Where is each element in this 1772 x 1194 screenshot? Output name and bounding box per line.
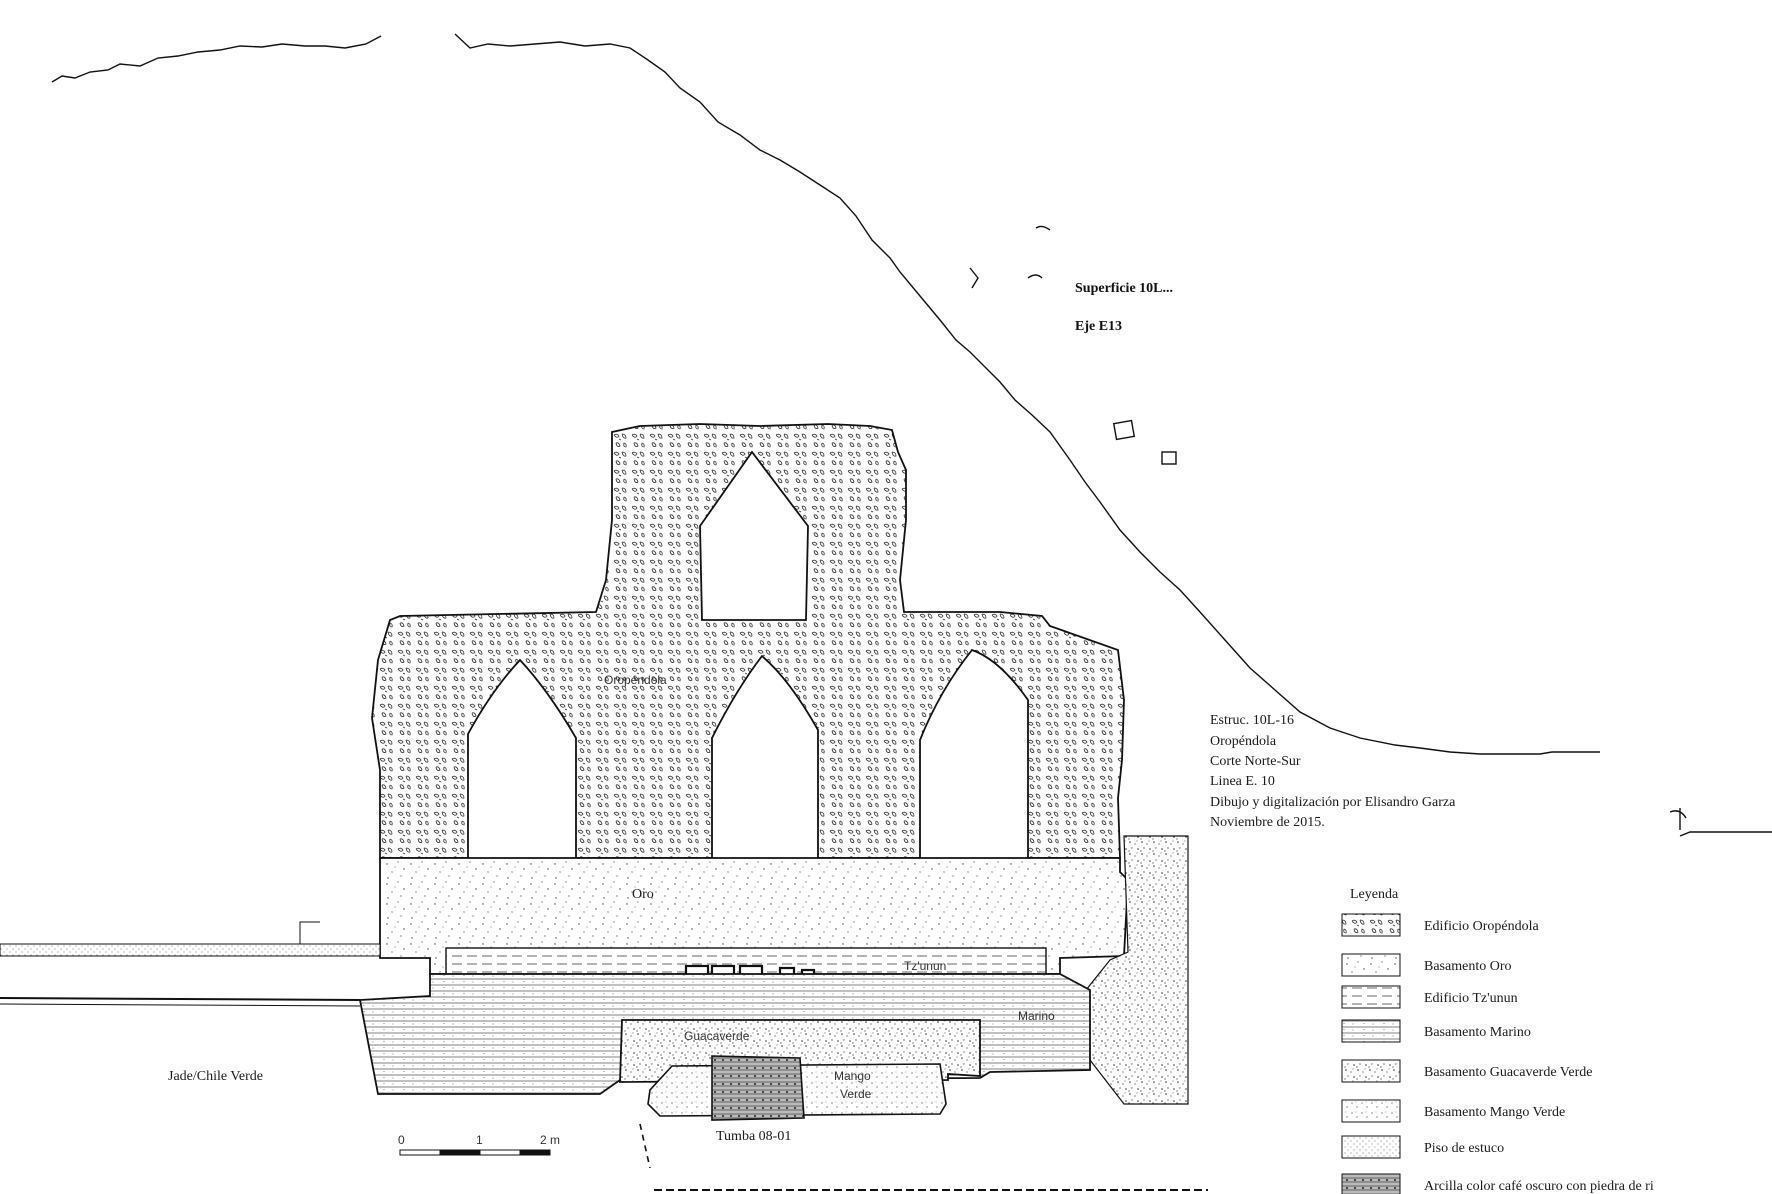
legend-label-4: Basamento Marino: [1424, 1025, 1531, 1040]
legend-label-6: Basamento Mango Verde: [1424, 1105, 1565, 1120]
legend-swatch-6: [1341, 1099, 1401, 1123]
surface-label: Superficie 10L...: [1075, 281, 1173, 296]
info-block: Estruc. 10L-16 Oropéndola Corte Norte-Su…: [1210, 713, 1456, 830]
legend-label-8: Arcilla color café oscuro con piedra de …: [1424, 1179, 1654, 1194]
info-line-5: Dibujo y digitalización por Elisandro Ga…: [1210, 795, 1456, 810]
scale-tick-1: 1: [476, 1133, 483, 1147]
label-marino: Marino: [1018, 1009, 1055, 1023]
legend-swatch-7: [1341, 1135, 1401, 1159]
oropendola-building: [371, 423, 1125, 859]
label-tumba: Tumba 08-01: [716, 1129, 791, 1144]
legend-label-2: Basamento Oro: [1424, 959, 1511, 974]
label-oropendola: Oropéndola: [604, 673, 667, 687]
axis-label: Eje E13: [1075, 319, 1122, 334]
legend-label-5: Basamento Guacaverde Verde: [1424, 1065, 1592, 1080]
scale-tick-2: 2 m: [540, 1133, 560, 1147]
label-guacaverde: Guacaverde: [684, 1029, 750, 1043]
excavation-lines: [639, 1123, 1208, 1191]
stucco-floor: [0, 921, 381, 1007]
info-line-3: Corte Norte-Sur: [1210, 754, 1301, 769]
legend-swatch-5: [1341, 1059, 1401, 1083]
legend-title: Leyenda: [1350, 887, 1399, 902]
scale-tick-0: 0: [398, 1133, 405, 1147]
legend-swatch-4: [1341, 1019, 1401, 1043]
legend-label-3: Edificio Tz'unun: [1424, 991, 1518, 1006]
legend-swatch-1: [1341, 913, 1401, 937]
legend-swatch-3: [1341, 985, 1401, 1009]
surface-profile: [51, 33, 1772, 837]
tomb: [711, 1055, 805, 1121]
label-mango-verde-1: Mango: [834, 1069, 871, 1083]
legend-label-1: Edificio Oropéndola: [1424, 919, 1539, 934]
legend-label-7: Piso de estuco: [1424, 1141, 1504, 1156]
label-oro: Oro: [632, 887, 654, 902]
label-mango-verde-2: Verde: [840, 1087, 872, 1101]
label-tzunun: Tz'unun: [904, 959, 946, 973]
scale-bar: 0 1 2 m: [398, 1133, 560, 1156]
legend-swatch-2: [1341, 953, 1401, 977]
info-line-4: Linea E. 10: [1210, 774, 1275, 789]
oro-basement: [379, 857, 1129, 975]
info-line-1: Estruc. 10L-16: [1210, 713, 1294, 728]
info-line-6: Noviembre de 2015.: [1210, 815, 1325, 830]
legend-swatch-8: [1341, 1173, 1401, 1194]
info-line-2: Oropéndola: [1210, 734, 1277, 749]
label-jade: Jade/Chile Verde: [168, 1069, 263, 1084]
